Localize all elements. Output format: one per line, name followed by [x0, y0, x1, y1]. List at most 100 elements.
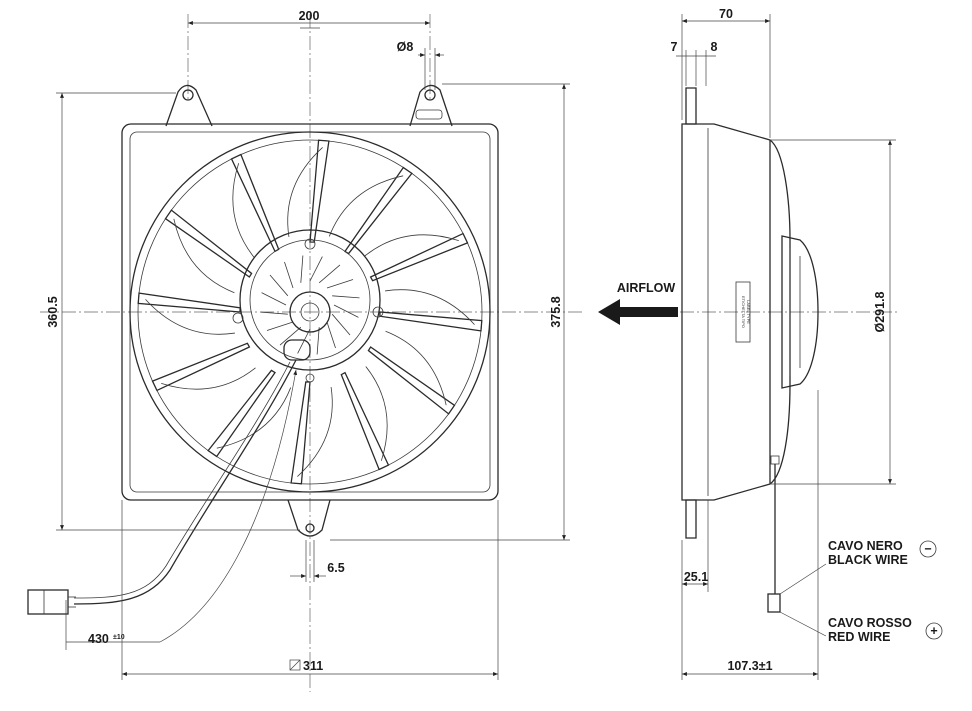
red-wire-label-it: CAVO ROSSO	[828, 616, 912, 630]
motor-fin	[333, 304, 359, 318]
side-shroud-plate	[685, 87, 697, 125]
airflow-indicator: AIRFLOW	[598, 281, 678, 325]
dim-hole-value: Ø8	[397, 40, 414, 54]
dim-8-value: 8	[711, 40, 718, 54]
shroud-frame-outer	[121, 123, 499, 501]
square-symbol	[289, 659, 301, 671]
side-cable-clip	[770, 455, 780, 465]
motor-fin	[269, 274, 289, 297]
motor-hub	[289, 291, 331, 333]
fan-spoke	[340, 371, 390, 471]
brand-logo-tag	[415, 109, 443, 120]
airflow-label: AIRFLOW	[617, 281, 676, 295]
right-mount-hole	[424, 89, 436, 101]
fan-spoke	[344, 166, 413, 255]
motor-housing	[239, 229, 381, 371]
motor-fin	[332, 295, 360, 299]
motor-bolt-left	[232, 312, 244, 324]
minus-symbol-text: −	[924, 542, 931, 556]
fan-spoke	[367, 346, 456, 415]
fan-blade-edge	[385, 330, 447, 406]
motor-fin	[309, 256, 323, 282]
motor-fin	[284, 261, 294, 289]
dim-2918-value: Ø291.8	[873, 291, 887, 332]
label-tag-line-1: ETICHETTA TIPO	[741, 296, 746, 328]
dim-375-value: 375.8	[549, 296, 563, 327]
motor-fin	[266, 321, 294, 331]
fan-spoke	[164, 209, 253, 278]
dim-360-value: 360.5	[46, 296, 60, 327]
fan-blade-edge	[287, 147, 323, 237]
square-symbol-diag	[289, 659, 301, 671]
right-mount-tab	[409, 84, 453, 127]
fan-blade-edge	[173, 218, 235, 294]
fan-blade-edge	[161, 367, 256, 390]
red-wire-leader	[779, 611, 827, 637]
fan-blade-edge	[232, 163, 255, 258]
fan-blade-edge	[385, 289, 475, 325]
bottom-mount-hole	[305, 523, 315, 533]
fan-outer-ring	[129, 131, 491, 493]
motor-fin	[326, 321, 336, 349]
dim-251-value: 25.1	[684, 570, 708, 584]
motor-fin	[261, 292, 287, 306]
motor-fin	[279, 326, 302, 346]
left-mount-tab	[165, 84, 213, 127]
red-wire-callout: CAVO ROSSO RED WIRE +	[828, 616, 943, 644]
black-wire-callout: CAVO NERO BLACK WIRE −	[828, 539, 937, 567]
motor-fin	[326, 279, 354, 289]
fan-blade-edge	[145, 299, 235, 335]
motor-fin	[300, 255, 304, 283]
motor-fin	[316, 327, 320, 355]
dim-7-value: 7	[671, 40, 678, 54]
side-connector	[767, 593, 781, 613]
minus-symbol-icon	[919, 540, 937, 558]
label-tag	[735, 281, 751, 343]
bottom-mount-tab	[287, 499, 331, 537]
fan-spoke	[379, 311, 483, 332]
motor-bolt-top	[304, 238, 316, 250]
fan-blade-edge	[328, 175, 404, 237]
fan-inner-ring	[137, 139, 483, 485]
fan-spoke	[369, 232, 469, 282]
label-tag-line-2: LABEL TYPE	[746, 300, 751, 324]
fan-blade-edge	[297, 387, 333, 477]
power-cable-inner	[73, 361, 291, 599]
fan-spoke	[207, 369, 276, 458]
power-cable	[73, 359, 297, 605]
motor-fin	[318, 264, 341, 284]
motor-fin	[331, 313, 351, 336]
fan-spoke	[137, 292, 241, 313]
left-mount-hole	[182, 89, 194, 101]
fan-blade-edge	[216, 387, 292, 449]
dim-430-value: 430	[88, 632, 109, 646]
motor-housing-inner	[249, 239, 371, 361]
fan-blade-edge	[364, 234, 459, 257]
fan-blades	[145, 147, 475, 477]
dim-70-value: 70	[719, 7, 733, 21]
black-wire-leader	[779, 563, 827, 595]
dim-1073-value: 107.3±1	[727, 659, 772, 673]
dim-200-value: 200	[299, 9, 320, 23]
dim-430-tolerance: ±10	[113, 634, 125, 641]
front-view: 200 Ø8 360.5 375.8 6.5 430 ±10	[27, 9, 582, 692]
side-bottom-tab	[685, 499, 697, 539]
airflow-arrow-icon	[598, 299, 678, 325]
red-wire-label-en: RED WIRE	[828, 630, 891, 644]
fan-spoke	[151, 342, 251, 392]
side-view: ETICHETTA TIPO LABEL TYPE 70 7 8 Ø291.8 …	[671, 7, 900, 680]
fan-spoke	[230, 153, 280, 253]
plus-symbol-text: +	[930, 624, 937, 638]
black-wire-label-en: BLACK WIRE	[828, 553, 908, 567]
fan-spoke	[290, 381, 311, 485]
motor-cooling-fins	[260, 255, 360, 355]
side-motor-body	[781, 235, 819, 389]
dim-311-value: 311	[303, 659, 323, 673]
black-wire-label-it: CAVO NERO	[828, 539, 903, 553]
motor-fin	[297, 328, 311, 354]
dim-65-value: 6.5	[327, 561, 344, 575]
cable-connector	[27, 589, 69, 615]
plus-symbol-icon	[925, 622, 943, 640]
fan-spoke	[309, 139, 330, 243]
